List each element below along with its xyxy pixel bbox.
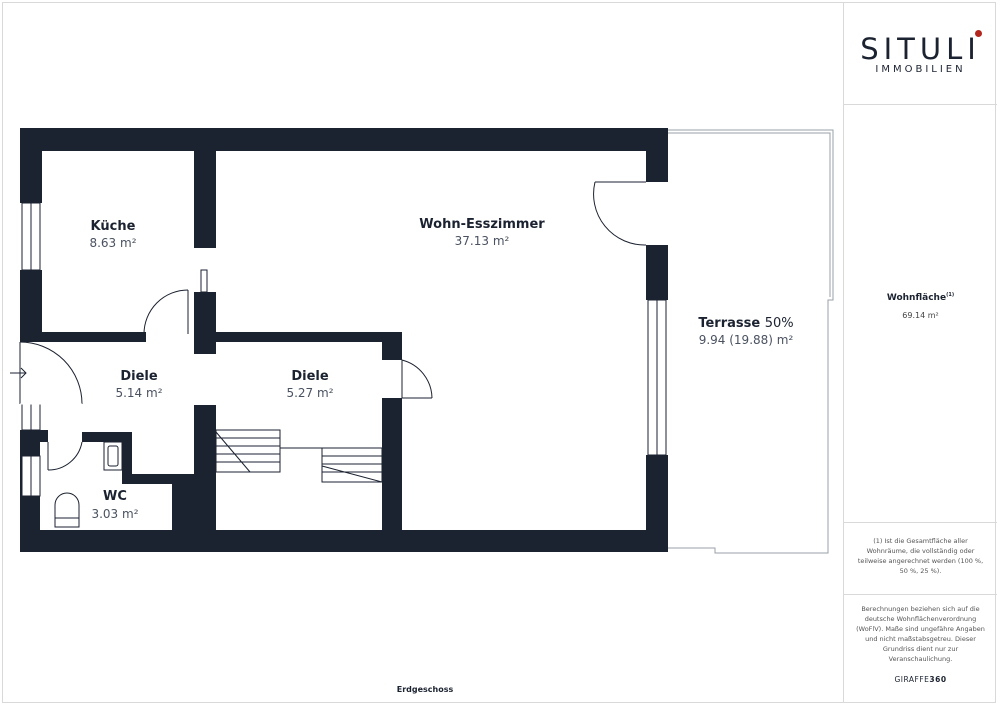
room-name-terrasse: Terrasse 50%	[698, 316, 793, 331]
windows	[21, 202, 667, 497]
room-name-diele-left: Diele	[120, 369, 158, 384]
sidebar: SITULI IMMOBILIEN Wohnfläche(1) 69.14 m²…	[843, 2, 997, 703]
wc-fixtures	[54, 441, 123, 528]
area-section: Wohnfläche(1) 69.14 m²	[844, 105, 997, 523]
walls	[20, 128, 668, 552]
giraffe360-logo: GIRAFFE360	[844, 675, 997, 684]
floor-label: Erdgeschoss	[396, 685, 454, 694]
floor-plan: Küche 8.63 m² Wohn-Esszimmer 37.13 m² Te…	[10, 128, 834, 554]
giraffe-text: GIRAFFE	[894, 675, 930, 684]
terrasse-pct: 50%	[765, 316, 794, 331]
note-section: (1) Ist die Gesamtfläche aller Wohnräume…	[844, 523, 997, 595]
room-area-terrasse: 9.94 (19.88) m²	[699, 333, 794, 347]
terrace-outline	[668, 129, 834, 554]
disclaimer-text: Berechnungen beziehen sich auf die deuts…	[856, 605, 985, 663]
logo-wordmark: SITULI	[860, 32, 981, 66]
wohnflaeche-value: 69.14 m²	[902, 311, 939, 320]
logo-subtitle: IMMOBILIEN	[875, 64, 966, 75]
logo: SITULI IMMOBILIEN	[844, 30, 997, 75]
room-name-wc: WC	[103, 489, 127, 504]
room-name-kueche: Küche	[91, 219, 136, 234]
terrasse-name: Terrasse	[698, 316, 760, 331]
room-name-diele-right: Diele	[291, 369, 329, 384]
giraffe-360: 360	[929, 675, 947, 684]
wohnflaeche-label-text: Wohnfläche	[886, 293, 947, 303]
room-name-wohn-esszimmer: Wohn-Esszimmer	[419, 217, 545, 232]
stairs	[215, 429, 383, 483]
footnote-text: (1) Ist die Gesamtfläche aller Wohnräume…	[857, 537, 984, 575]
room-area-diele-right: 5.27 m²	[286, 386, 333, 400]
logo-section: SITULI IMMOBILIEN	[844, 2, 997, 105]
room-area-kueche: 8.63 m²	[89, 236, 136, 250]
wohnflaeche-footnote: (1)	[946, 292, 955, 298]
wohnflaeche-label: Wohnfläche(1)	[844, 292, 997, 303]
logo-dot	[975, 30, 983, 37]
room-area-wc: 3.03 m²	[91, 507, 138, 521]
room-area-diele-left: 5.14 m²	[115, 386, 162, 400]
arrow-right-icon	[10, 367, 27, 379]
room-area-wohn-esszimmer: 37.13 m²	[455, 234, 510, 248]
doors	[19, 181, 647, 471]
